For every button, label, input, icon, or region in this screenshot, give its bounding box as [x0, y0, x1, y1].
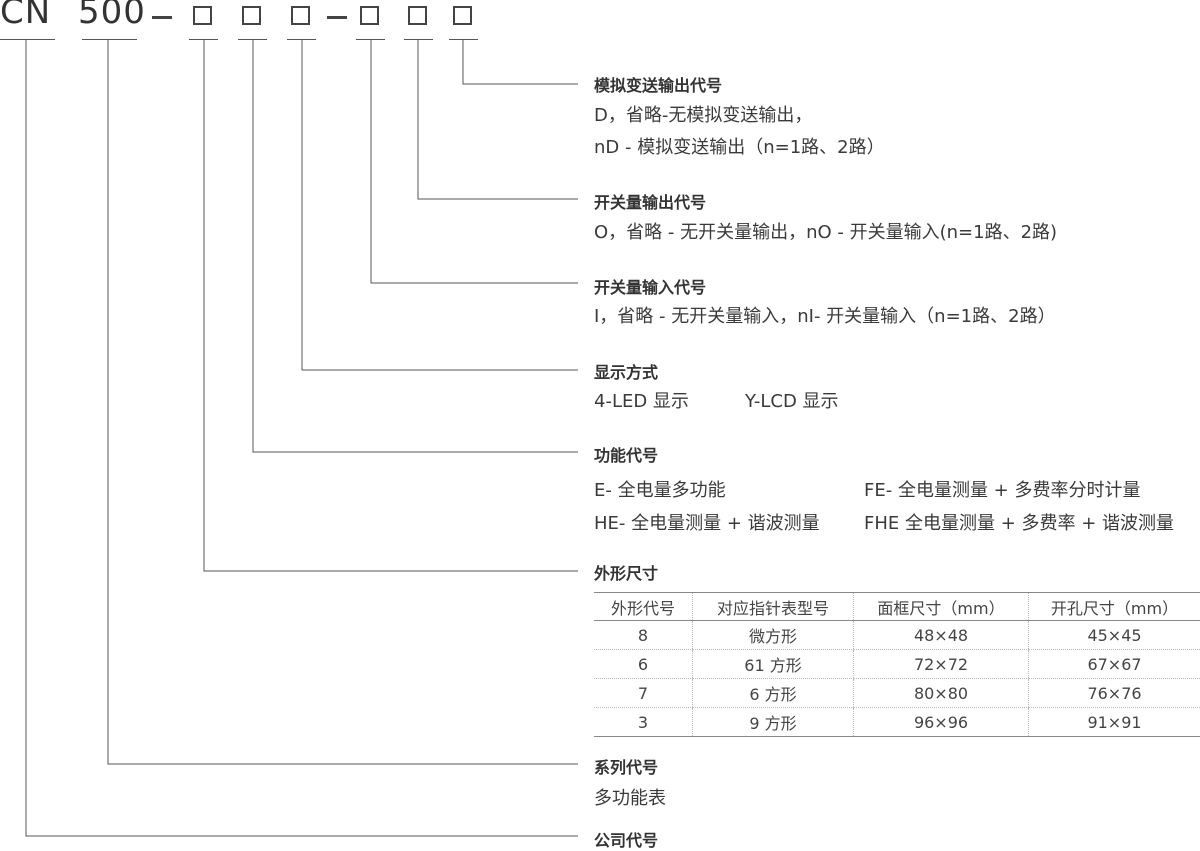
cell-frame-size: 48×48 [854, 621, 1029, 650]
switch-input-line1: I，省略 - 无开关量输入，nI- 开关量输入（n=1路、2路） [594, 302, 1056, 328]
connector-series [108, 40, 578, 764]
table-row: 7 6 方形 80×80 76×76 [594, 679, 1200, 708]
analog-output-line2: nD - 模拟变送输出（n=1路、2路） [594, 133, 885, 159]
connector-switch-in [371, 40, 578, 283]
cell-shape-code: 3 [594, 708, 693, 737]
series-line1: 多功能表 [594, 784, 666, 810]
connector-switch-out [418, 40, 578, 199]
cell-shape-code: 6 [594, 650, 693, 679]
cell-pointer-model: 9 方形 [693, 708, 854, 737]
switch-output-title: 开关量输出代号 [594, 189, 706, 213]
cell-cutout-size: 76×76 [1029, 679, 1200, 708]
display-title: 显示方式 [594, 359, 658, 383]
cell-cutout-size: 45×45 [1029, 621, 1200, 650]
cell-cutout-size: 91×91 [1029, 708, 1200, 737]
table-row: 3 9 方形 96×96 91×91 [594, 708, 1200, 737]
table-row: 8 微方形 48×48 45×45 [594, 621, 1200, 650]
series-title: 系列代号 [594, 754, 658, 778]
switch-input-title: 开关量输入代号 [594, 274, 706, 298]
function-e: E- 全电量多功能 [594, 476, 726, 502]
cell-shape-code: 7 [594, 679, 693, 708]
header-frame-size: 面框尺寸（mm） [854, 593, 1029, 621]
function-he: HE- 全电量测量 + 谐波测量 [594, 509, 820, 535]
shape-table-header: 外形代号 对应指针表型号 面框尺寸（mm） 开孔尺寸（mm） [594, 593, 1200, 621]
analog-output-title: 模拟变送输出代号 [594, 72, 722, 96]
cell-frame-size: 72×72 [854, 650, 1029, 679]
cell-pointer-model: 微方形 [693, 621, 854, 650]
shape-table: 外形代号 对应指针表型号 面框尺寸（mm） 开孔尺寸（mm） 8 微方形 48×… [594, 592, 1200, 737]
table-row: 6 61 方形 72×72 67×67 [594, 650, 1200, 679]
connector-display [302, 40, 578, 370]
header-pointer-model: 对应指针表型号 [693, 593, 854, 621]
cell-pointer-model: 61 方形 [693, 650, 854, 679]
function-title: 功能代号 [594, 442, 658, 466]
function-fhe: FHE 全电量测量 + 多费率 + 谐波测量 [864, 509, 1174, 535]
display-option-lcd: Y-LCD 显示 [745, 387, 839, 413]
header-cutout-size: 开孔尺寸（mm） [1029, 593, 1200, 621]
cell-frame-size: 96×96 [854, 708, 1029, 737]
cell-cutout-size: 67×67 [1029, 650, 1200, 679]
connector-shape [204, 40, 578, 571]
connector-analog [463, 40, 578, 84]
header-shape-code: 外形代号 [594, 593, 693, 621]
company-title: 公司代号 [594, 827, 658, 851]
switch-output-line1: O，省略 - 无开关量输出，nO - 开关量输入(n=1路、2路) [594, 218, 1057, 244]
cell-frame-size: 80×80 [854, 679, 1029, 708]
cell-shape-code: 8 [594, 621, 693, 650]
function-fe: FE- 全电量测量 + 多费率分时计量 [864, 476, 1140, 502]
analog-output-line1: D，省略-无模拟变送输出， [594, 101, 812, 127]
display-option-led: 4-LED 显示 [594, 387, 689, 413]
cell-pointer-model: 6 方形 [693, 679, 854, 708]
shape-title: 外形尺寸 [594, 560, 658, 584]
